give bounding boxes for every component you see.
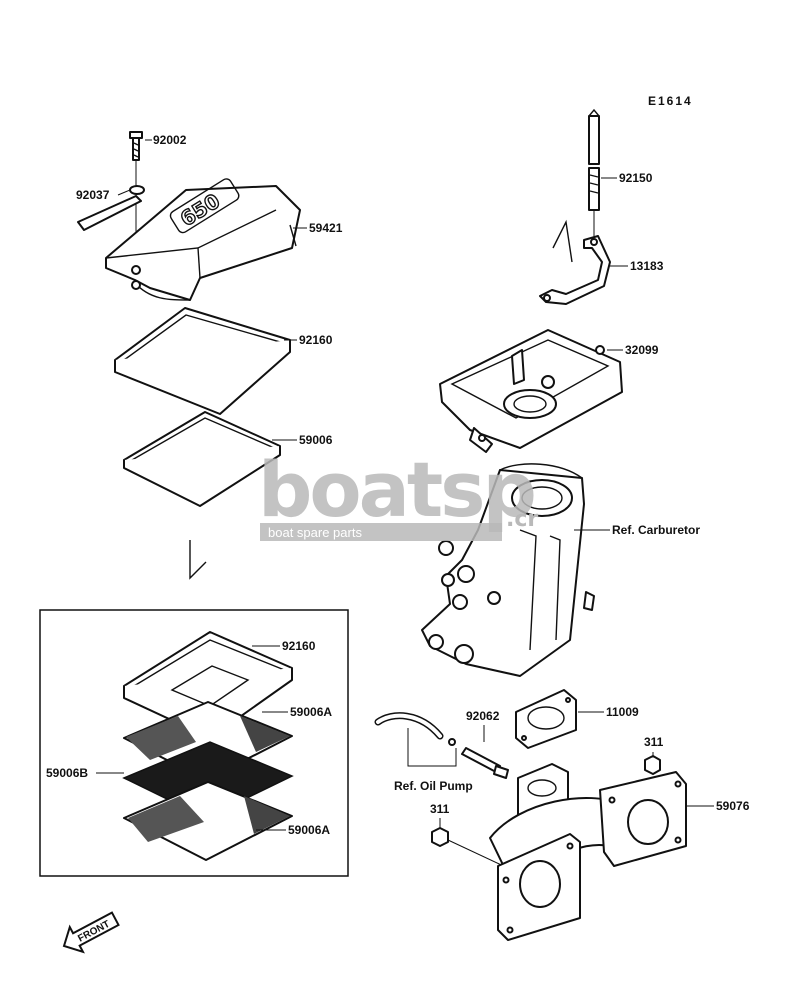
label-carburetor: Ref. Carburetor	[612, 523, 700, 537]
watermark-tagline-bar	[260, 523, 502, 541]
label-element-a2: 59006A	[288, 823, 330, 837]
watermark-brand: boatsp	[258, 445, 534, 534]
bolt-92150	[588, 108, 600, 240]
element-59006a-lower	[123, 781, 293, 861]
label-nut-left: 311	[430, 802, 450, 816]
label-element-b: 59006B	[46, 766, 88, 780]
arrow-symbol-right	[552, 219, 573, 263]
label-rod: 92037	[76, 188, 110, 202]
label-nut-right: 311	[644, 735, 664, 749]
oil-pump-pipe	[374, 712, 456, 746]
label-case: 32099	[625, 343, 659, 357]
case-32099	[439, 329, 623, 453]
label-bolt-top: 92002	[153, 133, 187, 147]
watermark-suffix: .cr	[506, 507, 538, 532]
watermark-tagline: boat spare parts	[268, 525, 362, 540]
label-bolt-long: 92150	[619, 171, 653, 185]
label-cover: 59421	[309, 221, 343, 235]
air-cover-59421: 650	[105, 178, 301, 301]
label-bracket: 13183	[630, 259, 664, 273]
element-59006	[123, 411, 281, 507]
kit-box	[39, 609, 349, 877]
label-fitting: 92062	[466, 709, 500, 723]
gasket-11009	[515, 689, 577, 749]
arrow-symbol-left	[189, 540, 207, 580]
fitting-92062	[461, 725, 509, 779]
carburetor-ref	[421, 463, 595, 677]
diagram-code: E1614	[648, 94, 693, 108]
watermark-logo: boatsp .cr boat spare parts	[258, 445, 538, 541]
label-oil-pump: Ref. Oil Pump	[394, 779, 473, 793]
gasket-92160-top	[114, 307, 291, 415]
bolt-92002	[129, 131, 143, 270]
label-gasket-small: 11009	[606, 705, 639, 719]
manifold-59076	[489, 763, 687, 941]
bracket-13183	[539, 235, 611, 305]
label-element: 59006	[299, 433, 333, 447]
label-manifold: 59076	[716, 799, 750, 813]
nut-311-right	[644, 752, 661, 775]
label-gasket-kit: 92160	[282, 639, 316, 653]
label-gasket-top: 92160	[299, 333, 333, 347]
front-arrow-icon: FRONT	[62, 911, 120, 954]
label-element-a1: 59006A	[290, 705, 332, 719]
